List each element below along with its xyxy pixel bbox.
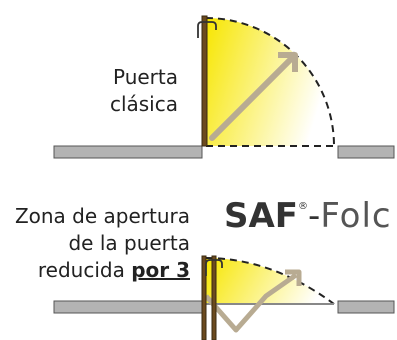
folding-arrow-head	[285, 269, 302, 286]
reduced-label-emphasis: por 3	[131, 258, 190, 282]
classic-label-line1: Puerta	[112, 65, 178, 89]
reduced-label-line1: Zona de apertura	[14, 204, 190, 228]
folding-door-leaf	[201, 255, 207, 340]
folding-door-leaf-2	[211, 255, 217, 340]
classic-wall-left	[53, 145, 203, 159]
folding-door-handle-icon	[205, 259, 223, 276]
classic-door-group	[53, 15, 395, 159]
classic-arrow-shaft	[209, 55, 295, 141]
brand-product: Folc	[320, 196, 392, 236]
classic-wall-right	[337, 145, 395, 159]
classic-arrow-head	[278, 52, 298, 72]
classic-label-line2: clásica	[109, 92, 178, 116]
brand-registered-mark: ®	[298, 200, 309, 212]
folding-wall-left	[53, 300, 203, 314]
reduced-label-line2: de la puerta	[68, 231, 190, 255]
classic-door-label: Puerta clásica	[78, 64, 178, 118]
folding-wall-right	[337, 300, 395, 314]
brand-name: SAF	[224, 196, 299, 236]
folding-swing-area	[206, 258, 334, 304]
reduced-label-line3: reducida por 3	[0, 257, 190, 284]
folding-door-group	[53, 255, 395, 340]
reduced-zone-label: Zona de apertura de la puerta reducida p…	[0, 203, 190, 284]
folding-swing-arc	[205, 257, 335, 305]
brand-separator: -	[308, 196, 321, 236]
saf-folc-logo: SAF®-Folc	[224, 196, 392, 236]
classic-door-leaf	[201, 15, 208, 147]
reduced-label-prefix: reducida	[37, 258, 132, 282]
folding-panel-path	[204, 272, 298, 333]
classic-door-handle-icon	[197, 21, 217, 38]
